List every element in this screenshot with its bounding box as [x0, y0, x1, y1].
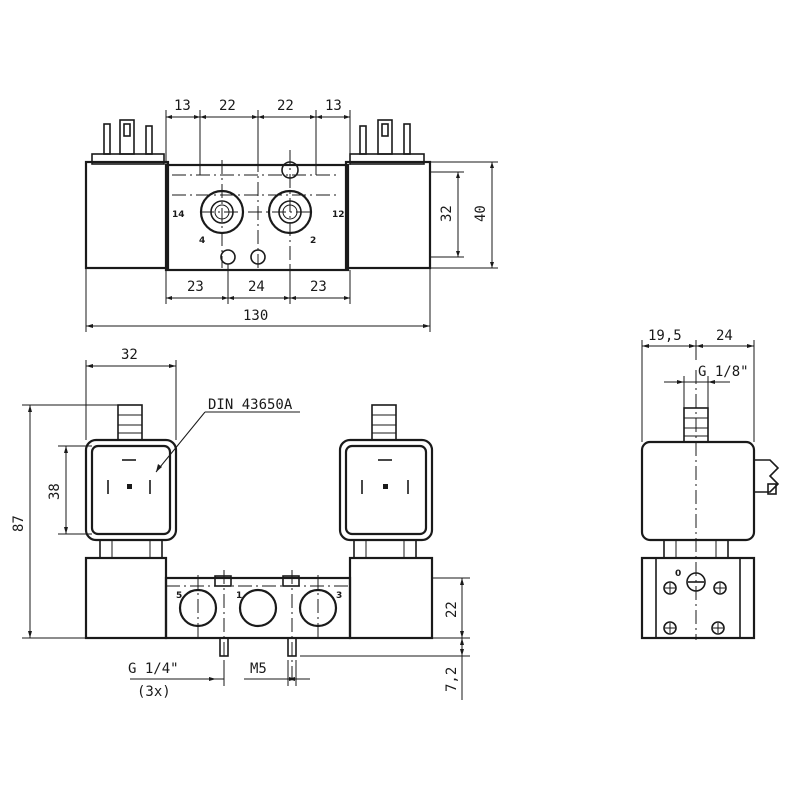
dim-top-13-left: 13	[174, 98, 191, 114]
port-label-5: 5	[176, 591, 182, 601]
right-coil-block	[348, 556, 434, 640]
dim-bottom-24: 24	[248, 279, 265, 295]
thread-leaders	[130, 660, 310, 686]
dim-total-height-87	[22, 404, 118, 639]
dim-bottom-23-left: 23	[187, 279, 204, 295]
right-nut	[353, 539, 417, 559]
thread-ports-count: (3x)	[137, 684, 171, 700]
thread-mount-label: M5	[250, 661, 267, 677]
side-dim-24: 24	[716, 328, 733, 344]
din-label: DIN 43650A	[208, 397, 293, 413]
screw-left	[214, 575, 232, 587]
screw-right	[282, 575, 300, 587]
side-dims-top	[641, 340, 755, 442]
left-din-connector	[90, 444, 172, 536]
thread-ports-label: G 1/4"	[128, 661, 179, 677]
side-screw-bl	[663, 621, 677, 635]
right-solenoid-housing	[338, 438, 434, 542]
side-screw-tl	[663, 581, 677, 595]
dim-height-32: 32	[439, 205, 455, 222]
left-solenoid-housing	[84, 438, 178, 542]
dim-overall	[85, 268, 431, 332]
left-pilot-stem	[117, 404, 143, 441]
dim-overall-130: 130	[243, 308, 268, 324]
dim-chain-top	[165, 110, 351, 175]
side-thread-label: G 1/8"	[698, 364, 749, 380]
side-screw-tr	[713, 581, 727, 595]
port-label-12: 12	[332, 210, 345, 220]
side-view: 0 19,5 24 G 1/8"	[640, 328, 780, 640]
port-label-3: 3	[336, 591, 342, 601]
right-coil-pins	[359, 119, 411, 155]
port-1-circle	[238, 588, 278, 628]
dim-chain-bottom	[165, 264, 351, 304]
right-din-connector	[344, 444, 428, 536]
side-screw-br	[711, 621, 725, 635]
mount-hole-left	[220, 249, 236, 265]
din-leader	[155, 411, 300, 473]
side-connector-lead	[754, 459, 780, 493]
top-view: 14 4 2 12 13 22 22 13	[84, 98, 498, 332]
side-port-0	[686, 572, 706, 592]
left-nut	[99, 539, 163, 559]
dim-total-height-label: 87	[11, 515, 27, 532]
dim-top-13-right: 13	[325, 98, 342, 114]
dim-top-22-left: 22	[219, 98, 236, 114]
port-label-2: 2	[310, 236, 316, 246]
side-dim-19-5: 19,5	[648, 328, 682, 344]
dim-pin-7-2	[300, 638, 470, 700]
right-coil-body	[344, 160, 432, 270]
valve-body-front	[164, 576, 352, 640]
dim-bottom-23-right: 23	[310, 279, 327, 295]
port-label-4: 4	[199, 236, 205, 246]
dim-pin-label: 7,2	[444, 667, 460, 692]
dim-height-40: 40	[473, 205, 489, 222]
left-coil-body	[84, 160, 170, 270]
left-coil-pins	[103, 119, 153, 155]
dim-heights-top	[430, 161, 498, 269]
dim-block-height-label: 22	[444, 601, 460, 618]
side-port-label: 0	[675, 569, 681, 579]
dim-top-22-right: 22	[277, 98, 294, 114]
side-base-block	[640, 556, 756, 640]
left-coil-block	[84, 556, 168, 640]
right-pilot-stem	[371, 404, 397, 441]
dim-width-32-label: 32	[121, 347, 138, 363]
port-label-1: 1	[236, 591, 242, 601]
side-coil-housing	[640, 440, 756, 542]
dim-block-height-22	[432, 577, 470, 639]
dim-coil-height-label: 38	[47, 483, 63, 500]
port-label-14: 14	[172, 210, 185, 220]
front-view: 5 1 3 32 DIN 43650A	[11, 347, 470, 700]
valve-body-top	[164, 163, 350, 272]
dim-coil-height-38	[58, 445, 92, 535]
side-thread-dim	[664, 376, 730, 408]
dim-width-32	[85, 360, 177, 440]
